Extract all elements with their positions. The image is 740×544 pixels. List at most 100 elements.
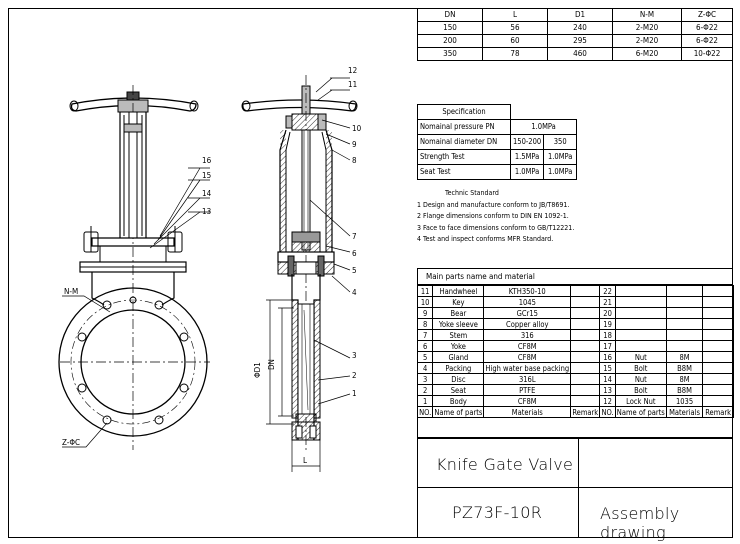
table-cell: 4 [416, 362, 434, 374]
valve-drawing: 16 15 14 13 N-M Z-ΦC 12 11 10 9 8 7 6 5 … [58, 66, 362, 472]
table-cell: B8M [665, 384, 704, 396]
standard-item: 2 Flange dimensions conform to DIN EN 10… [417, 212, 569, 220]
balloon-1: 1 [352, 389, 357, 398]
spec-label: Strength Test [417, 149, 511, 165]
table-cell [702, 296, 734, 308]
table-cell: 13 [599, 384, 616, 396]
table-cell [570, 296, 601, 308]
spec-label: Nomainal pressure PN [417, 119, 511, 135]
table-cell: Gland [432, 351, 485, 363]
side-view [241, 75, 358, 472]
specification-table: Specification Nomainal pressure PN 1.0MP… [417, 104, 578, 180]
table-cell [614, 285, 667, 297]
table-cell: Nut [614, 351, 667, 363]
table-cell: 316L [483, 373, 572, 385]
spec-value: 150-200 [509, 134, 545, 150]
title-block-type-cell [578, 487, 733, 538]
table-cell [570, 340, 601, 352]
table-cell: 6-Φ22 [681, 34, 733, 48]
table-row: Strength Test 1.5MPa 1.0MPa [417, 149, 578, 165]
table-cell: CF8M [483, 340, 572, 352]
table-cell [665, 296, 704, 308]
table-cell: 8M [665, 373, 704, 385]
table-cell [570, 373, 601, 385]
table-cell: 10-Φ22 [681, 47, 733, 61]
table-cell: 1035 [665, 395, 704, 407]
table-cell: 6-Φ22 [681, 21, 733, 35]
standard-item: 3 Face to face dimensions conform to GB/… [417, 223, 575, 232]
model-number: PZ73F-10R [452, 503, 543, 522]
balloon-8: 8 [352, 156, 357, 165]
table-cell: 350 [417, 47, 483, 61]
table-cell: CF8M [483, 395, 572, 407]
table-cell: 8 [416, 318, 434, 330]
table-cell: 18 [599, 329, 616, 341]
table-cell [614, 318, 667, 330]
table-cell [702, 373, 734, 385]
table-cell [702, 318, 734, 330]
table-cell: PTFE [483, 384, 572, 396]
table-cell: 20 [599, 307, 616, 319]
table-cell: 3 [416, 373, 434, 385]
table-cell [665, 340, 704, 352]
table-row: Nomainal pressure PN 1.0MPa [417, 119, 578, 135]
table-cell: 21 [599, 296, 616, 308]
table-header-cell: Name of parts [432, 406, 485, 418]
drawing-type: Assembly drawing [600, 504, 680, 542]
table-header-cell: Name of parts [614, 406, 667, 418]
balloon-14: 14 [202, 189, 212, 198]
table-cell [702, 384, 734, 396]
table-row: 200 60 295 2-M20 6-Φ22 [417, 34, 733, 48]
table-cell: 316 [483, 329, 572, 341]
table-cell: Key [432, 296, 485, 308]
table-cell: 5 [416, 351, 434, 363]
table-cell: Seat [432, 384, 485, 396]
balloon-11: 11 [348, 80, 357, 89]
table-cell: 11 [416, 285, 434, 297]
table-row: 350 78 460 6-M20 10-Φ22 [417, 47, 733, 61]
table-row: 150 56 240 2-M20 6-Φ22 [417, 21, 733, 35]
table-cell [614, 296, 667, 308]
table-cell [614, 307, 667, 319]
balloon-15: 15 [202, 171, 211, 180]
table-cell [702, 351, 734, 363]
table-cell [702, 340, 734, 352]
spec-value: 1.0MPa [543, 164, 578, 180]
table-cell: Yoke sleeve [432, 318, 485, 330]
balloon-12: 12 [348, 66, 357, 75]
table-header-cell: Materials [665, 406, 704, 418]
l-label: L [303, 456, 307, 465]
table-cell: 19 [599, 318, 616, 330]
table-cell: Bear [432, 307, 485, 319]
table-cell: 2-M20 [612, 21, 682, 35]
table-cell [570, 318, 601, 330]
table-cell: Body [432, 395, 485, 407]
table-cell: 15 [599, 362, 616, 374]
table-cell: Stem [432, 329, 485, 341]
table-cell [665, 329, 704, 341]
table-row: Seat Test 1.0MPa 1.0MPa [417, 164, 578, 180]
balloon-10: 10 [352, 124, 362, 133]
spec-value: 1.0MPa [543, 149, 578, 165]
table-cell: Bolt [614, 362, 667, 374]
table-cell [702, 395, 734, 407]
table-cell: Packing [432, 362, 485, 374]
zc-label: Z-ΦC [62, 438, 80, 447]
table-cell: 56 [482, 21, 548, 35]
table-cell [570, 285, 601, 297]
table-cell: Lock Nut [614, 395, 667, 407]
front-view [58, 85, 210, 450]
spec-label: Seat Test [417, 164, 511, 180]
table-cell: Bolt [614, 384, 667, 396]
balloon-3: 3 [352, 351, 357, 360]
table-cell: Disc [432, 373, 485, 385]
